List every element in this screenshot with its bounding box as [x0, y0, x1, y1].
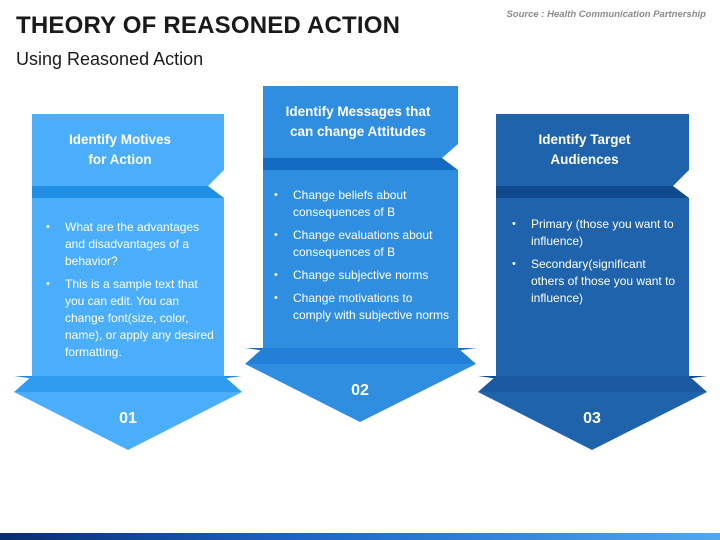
step-2-bullet-1: Change beliefs about consequences of B [274, 187, 452, 221]
step-3-banner-fold [496, 186, 689, 198]
step-3-body-edge [478, 376, 707, 392]
step-1-bullet-1: What are the advantages and disadvantage… [46, 219, 216, 270]
step-2-body-edge [245, 348, 476, 364]
step-1-bullet-list: What are the advantages and disadvantage… [46, 219, 216, 367]
step-2-title-line-1: Identify Messages that [285, 104, 431, 119]
source-note: Source : Health Communication Partnershi… [506, 9, 706, 20]
step-2-title: Identify Messages that can change Attitu… [263, 94, 453, 150]
step-2-bullet-4: Change motivations to comply with subjec… [274, 290, 452, 324]
step-2-bullet-2: Change evaluations about consequences of… [274, 227, 452, 261]
step-2-banner-fold [263, 158, 458, 170]
step-1-banner [32, 114, 224, 186]
footer-accent-bar [0, 533, 720, 540]
page-subtitle: Using Reasoned Action [16, 49, 204, 69]
step-1-bullet-2: This is a sample text that you can edit.… [46, 276, 216, 361]
step-2-arrow [245, 364, 476, 422]
step-2-banner [263, 86, 458, 158]
step-3-number: 03 [583, 410, 601, 427]
step-1-title-line-2: for Action [88, 152, 152, 167]
step-3-bullet-1: Primary (those you want to influence) [512, 216, 682, 250]
step-3-title: Identify Target Audiences [496, 122, 673, 178]
step-1-title: Identify Motives for Action [32, 122, 208, 178]
page-title: THEORY OF REASONED ACTION [16, 12, 401, 39]
step-2-number: 02 [351, 382, 369, 399]
step-3-bullet-list: Primary (those you want to influence) Se… [512, 216, 682, 313]
step-3-title-line-2: Audiences [550, 152, 619, 167]
step-1-arrow [14, 392, 242, 450]
step-2-bullet-3: Change subjective norms [274, 267, 452, 284]
step-3-arrow [478, 392, 707, 450]
step-1-banner-fold [32, 186, 224, 198]
step-3-title-line-1: Identify Target [538, 132, 631, 147]
step-2-bullet-list: Change beliefs about consequences of B C… [274, 187, 452, 330]
step-1-body-edge [14, 376, 242, 392]
step-2-title-line-2: can change Attitudes [289, 124, 426, 139]
step-3-banner [496, 114, 689, 186]
step-1-number: 01 [119, 410, 137, 427]
step-1-title-line-1: Identify Motives [68, 132, 171, 147]
step-3-bullet-2: Secondary(significant others of those yo… [512, 256, 682, 307]
